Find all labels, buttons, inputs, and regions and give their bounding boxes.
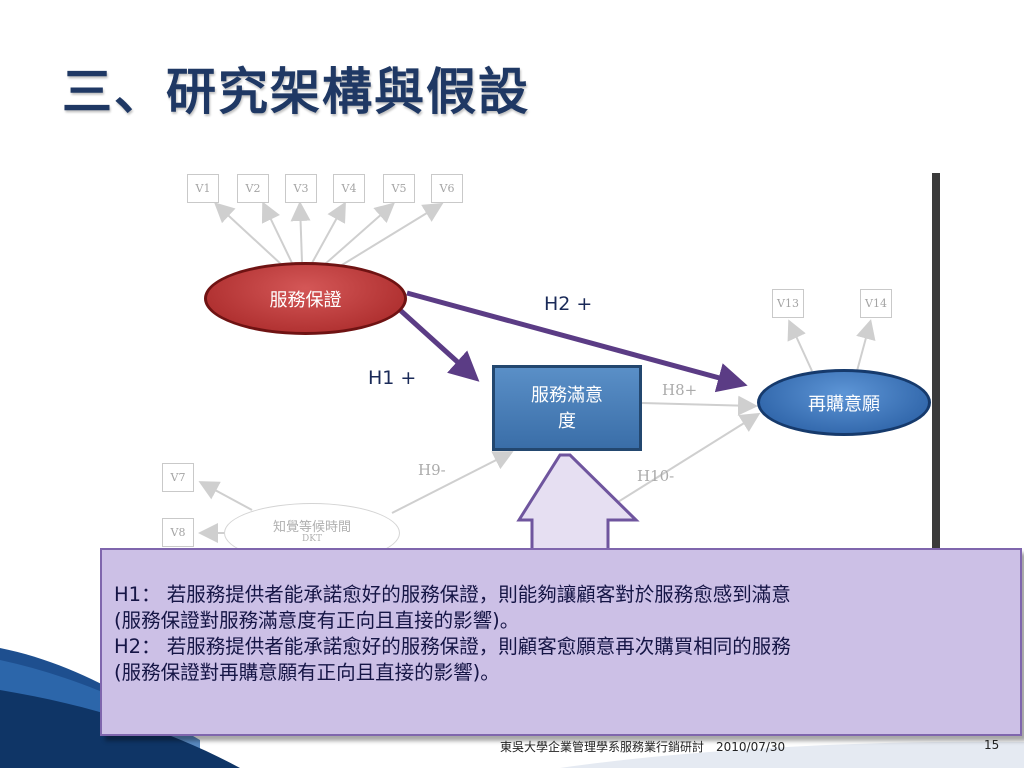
satisfaction-label-line2: 度 [558,411,576,432]
callout-h2-statement: H2： 若服務提供者能承諾愈好的服務保證，則顧客愈願意再次購買相同的服務 [114,635,791,658]
variable-v13: V13 [772,289,804,318]
arrow-to-v5 [323,202,395,266]
satisfaction-label-line1: 服務滿意 [531,385,603,406]
variable-v7: V7 [162,463,194,492]
arrow-to-v2 [261,201,293,264]
callout-h2-note: (服務保證對再購意願有正向且直接的影響)。 [114,661,500,684]
research-framework-diagram: V1 V2 V3 V4 V5 V6 V13 V14 V7 V8 服務保證 再購意… [142,165,932,567]
arrow-h8 [641,395,758,416]
arrow-to-v4 [311,201,346,264]
variable-v6: V6 [431,174,463,203]
variable-v1: V1 [187,174,219,203]
variable-v2: V2 [237,174,269,203]
variable-v8: V8 [162,518,194,547]
arrow-to-v13 [787,319,813,372]
callout-h1-note: (服務保證對服務滿意度有正向且直接的影響)。 [114,609,520,632]
page-number: 15 [984,738,1000,752]
construct-repurchase-intention: 再購意願 [757,369,931,436]
hypothesis-h8-label: H8+ [662,381,698,399]
arrow-to-v14 [856,319,876,372]
arrow-to-v6 [336,202,444,269]
construct-service-satisfaction: 服務滿意 度 [492,365,642,451]
variable-v4: V4 [333,174,365,203]
variable-v5: V5 [383,174,415,203]
arrow-h1 [398,308,480,382]
slide-title: 三、研究架構與假設 [62,63,530,121]
callout-h1-statement: H1： 若服務提供者能承諾愈好的服務保證，則能夠讓顧客對於服務愈感到滿意 [114,583,791,606]
hypothesis-h2-label: H2 + [544,293,593,315]
hypothesis-h9-label: H9- [418,461,446,479]
construct-service-assurance: 服務保證 [204,262,407,335]
hypothesis-h10-label: H10- [637,467,675,485]
arrow-h9 [391,451,514,514]
dkt-abbrev: DKT [302,534,322,545]
hypotheses-callout: H1： 若服務提供者能承諾愈好的服務保證，則能夠讓顧客對於服務愈感到滿意 (服務… [100,548,1022,736]
diagram-arrows [198,201,876,567]
arrow-to-v3 [290,201,311,263]
dkt-label: 知覺等候時間 [272,519,351,535]
variable-v3: V3 [285,174,317,203]
arrow-h2 [406,290,748,393]
arrow-to-v1 [214,202,283,266]
arrow-to-v7 [198,481,253,511]
variable-v14: V14 [860,289,892,318]
callout-pointer-arrow [516,453,640,567]
slide-footer: 東吳大學企業管理學系服務業行銷研討 2010/07/30 [500,740,786,754]
hypothesis-h1-label: H1 + [368,367,417,389]
